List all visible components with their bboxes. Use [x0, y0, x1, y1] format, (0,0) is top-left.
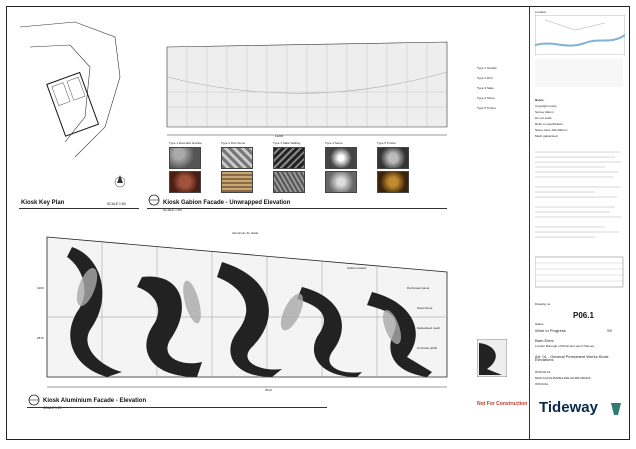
- key-plan-scale: SCALE 1:50: [107, 202, 126, 206]
- swatch-label: Type 3 Slate Walling: [273, 141, 301, 145]
- slate-swatch: [273, 147, 305, 169]
- key-plan-title: Kiosk Key Plan: [21, 200, 65, 206]
- callout: Galvanised mesh: [417, 326, 441, 330]
- gabion-title: Kiosk Gabion Facade - Unwrapped Elevatio…: [163, 200, 291, 206]
- callout: Concrete plinth: [417, 346, 438, 350]
- notes-heading: Notes:: [535, 98, 545, 102]
- site-name: Barn Elms: [535, 338, 554, 343]
- tideway-logo: Tideway: [539, 399, 598, 416]
- callout: Perforated panel: [407, 286, 430, 290]
- swatch-label: Type 5 Timber: [377, 141, 397, 145]
- note-item: Do not scale: [535, 116, 552, 120]
- drawing-ref: 5029-XAJVH-BARE1-820-AZ-DR-000429: [535, 376, 591, 380]
- note-item: Stone sizes 100-200mm: [535, 128, 568, 132]
- swatch-label: Type 1 Rounded Granite: [169, 141, 202, 145]
- note-item: Copyright notice: [535, 104, 557, 108]
- drawing-number: P06.1: [573, 311, 594, 320]
- drawing-title: Art. 01 - General Permanent Works Kiosk …: [535, 354, 609, 363]
- aluminium-scale: SCALE 1:20: [43, 406, 62, 410]
- dimension-label: 2870: [37, 336, 44, 340]
- stone-swatch: [325, 147, 357, 169]
- timber-swatch: [377, 147, 409, 169]
- drawing-date: 2016-06-21: [535, 370, 551, 374]
- revision: S0: [607, 328, 612, 333]
- status-value: Work In Progress: [535, 328, 566, 333]
- aluminium-elevation-drawing: [46, 236, 448, 388]
- legend-label: Type 2 Flint: [477, 76, 493, 80]
- gabion-elevation-drawing: [166, 41, 448, 136]
- legend-label: Type 1 Granite: [477, 66, 497, 70]
- divider: [19, 208, 139, 209]
- borough: London Borough of Richmond upon Thames: [535, 344, 594, 348]
- dimension-label: 3510: [265, 388, 272, 392]
- swatch-label: Type 4 Stone: [325, 141, 343, 145]
- note-item: Mesh galvanised: [535, 134, 558, 138]
- classification: OFFICIAL: [535, 382, 549, 386]
- granite-swatch: [169, 171, 201, 193]
- section-marker-icon: [148, 194, 160, 206]
- timber-swatch: [377, 171, 409, 193]
- location-map-label: Location: [535, 10, 547, 14]
- divider: [147, 208, 447, 209]
- drawing-no-label: Drawing no.: [535, 302, 552, 306]
- location-map: [535, 15, 625, 55]
- dimension-label: 1200: [37, 286, 44, 290]
- flint-swatch: [221, 171, 253, 193]
- note-item: Refer to specification: [535, 122, 564, 126]
- slate-swatch: [273, 171, 305, 193]
- not-for-construction-stamp: Not For Construction: [477, 401, 528, 407]
- drawing-sheet: Kiosk Key Plan SCALE 1:50 11200 Type 1 G…: [6, 6, 630, 440]
- gabion-scale: SCALE 1:50: [163, 208, 182, 212]
- aluminium-sample-swatch: [477, 339, 507, 377]
- swatch-label: Type 2 Flint Stone: [221, 141, 246, 145]
- aluminium-title: Kiosk Aluminium Facade - Elevation: [43, 398, 147, 404]
- section-marker-icon: [28, 394, 40, 406]
- legend-label: Type 3 Slate: [477, 86, 494, 90]
- callout: Steel frame: [417, 306, 433, 310]
- tideway-logo-mark-icon: [611, 403, 621, 415]
- note-item: Survey datum: [535, 110, 554, 114]
- legend-label: Type 5 Timber: [477, 106, 497, 110]
- dimension-label: 11200: [275, 134, 284, 138]
- title-block-border: [529, 7, 530, 440]
- key-plan-drawing: [19, 21, 125, 188]
- divider: [27, 407, 327, 408]
- status-label: Status: [535, 322, 544, 326]
- callout: Gabion basket: [347, 266, 367, 270]
- notes-text-block: [535, 151, 624, 288]
- granite-swatch: [169, 147, 201, 169]
- callout: Aluminium fin detail: [232, 231, 259, 235]
- stone-swatch: [325, 171, 357, 193]
- copyright-box: [535, 59, 623, 87]
- flint-swatch: [221, 147, 253, 169]
- legend-label: Type 4 Stone: [477, 96, 495, 100]
